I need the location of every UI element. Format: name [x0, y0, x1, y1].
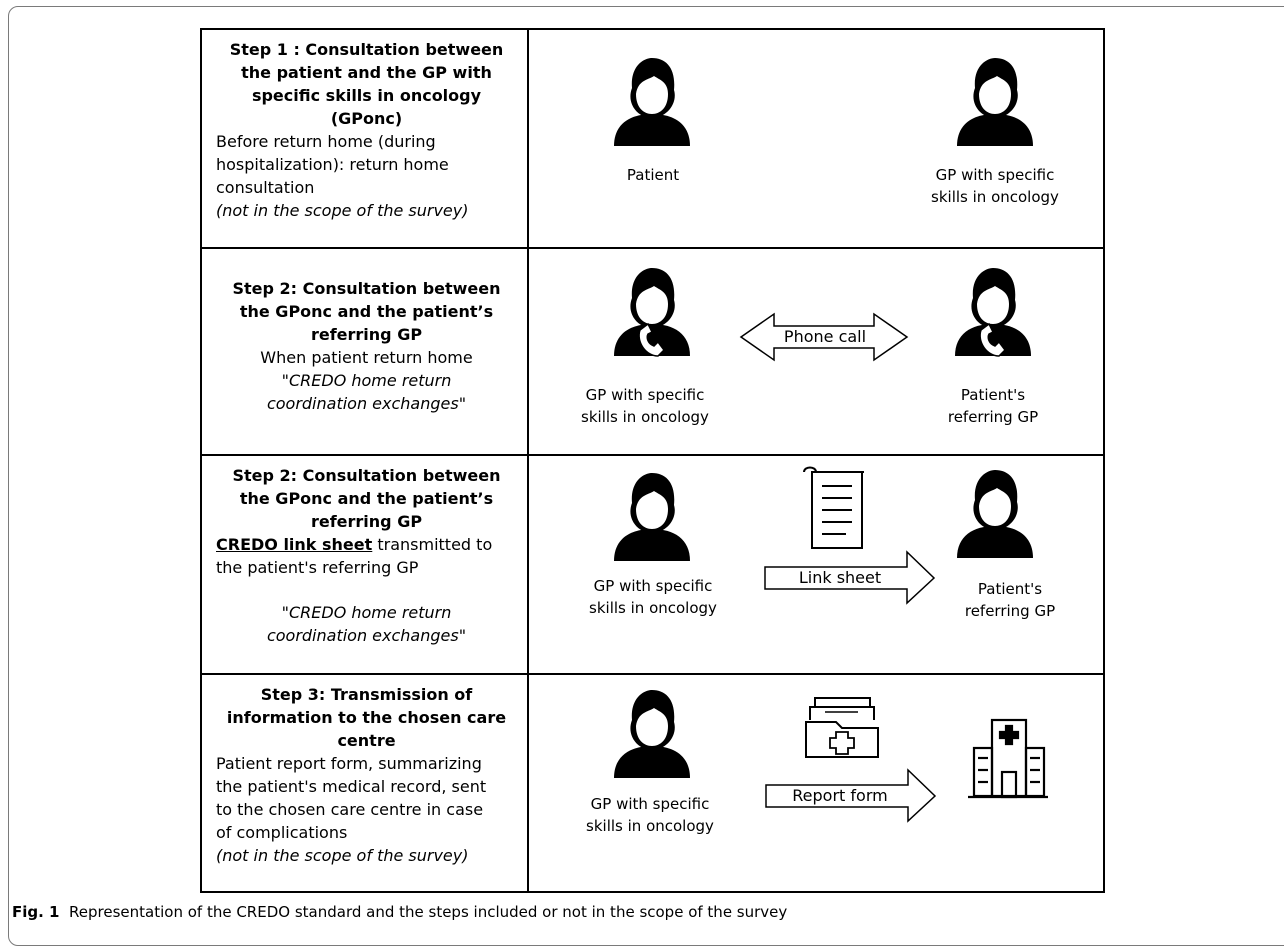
figure-caption: Fig. 1 Representation of the CREDO stand… [12, 903, 787, 921]
row-divider [202, 673, 1103, 675]
step2a-body: When patient return home [260, 348, 473, 367]
step2b-text: Step 2: Consultation between the GPonc a… [202, 464, 527, 647]
step3-text: Step 3: Transmission of information to t… [202, 683, 527, 867]
person-icon [614, 690, 690, 778]
gponc-label: GP with specific skills in oncology [581, 386, 709, 426]
column-divider [527, 30, 529, 891]
person-icon [957, 58, 1033, 146]
step1-note: (not in the scope of the survey) [216, 201, 469, 220]
medical-folder-icon [805, 697, 879, 758]
figure-label: Fig. 1 [12, 903, 60, 921]
phone-call-label: Phone call [783, 327, 867, 346]
double-arrow-icon [739, 312, 909, 362]
right-arrow-icon [765, 768, 937, 823]
step3-body: Patient report form, summarizing the pat… [216, 754, 487, 842]
step3-title: Step 3: Transmission of information to t… [226, 685, 507, 750]
step2b-title: Step 2: Consultation between the GPonc a… [232, 466, 501, 531]
person-icon [957, 470, 1033, 558]
caption-text: Representation of the CREDO standard and… [69, 903, 788, 921]
referring-gp-label: Patient's referring GP [947, 386, 1039, 426]
person-icon [614, 58, 690, 146]
row-divider [202, 454, 1103, 456]
step1-body: Before return home (during hospitalizati… [216, 132, 449, 197]
patient-label: Patient [626, 166, 680, 184]
person-phone-icon [614, 268, 690, 357]
step2a-text: Step 2: Consultation between the GPonc a… [202, 277, 527, 415]
credo-link-sheet-text: CREDO link sheet [216, 535, 373, 554]
document-icon [803, 466, 864, 549]
hospital-icon [968, 718, 1048, 799]
gponc-label: GP with specific skills in oncology [931, 166, 1059, 206]
report-form-label: Report form [792, 786, 888, 805]
step1-text: Step 1 : Consultation between the patien… [202, 38, 527, 222]
gponc-label: GP with specific skills in oncology [586, 795, 714, 835]
gponc-label: GP with specific skills in oncology [589, 577, 717, 617]
step2a-quote: "CREDO home return coordination exchange… [266, 371, 467, 413]
step1-title: Step 1 : Consultation between the patien… [229, 40, 504, 128]
row-divider [202, 247, 1103, 249]
referring-gp-label: Patient's referring GP [964, 580, 1056, 620]
step2b-quote: "CREDO home return coordination exchange… [266, 603, 467, 645]
step3-note: (not in the scope of the survey) [216, 846, 469, 865]
person-phone-icon [955, 268, 1031, 357]
step2a-title: Step 2: Consultation between the GPonc a… [232, 279, 501, 344]
credo-table: Step 1 : Consultation between the patien… [200, 28, 1105, 893]
right-arrow-icon [764, 550, 936, 605]
step2b-body: CREDO link sheet transmitted to the pati… [216, 535, 493, 577]
person-icon [614, 473, 690, 561]
link-sheet-label: Link sheet [798, 568, 882, 587]
